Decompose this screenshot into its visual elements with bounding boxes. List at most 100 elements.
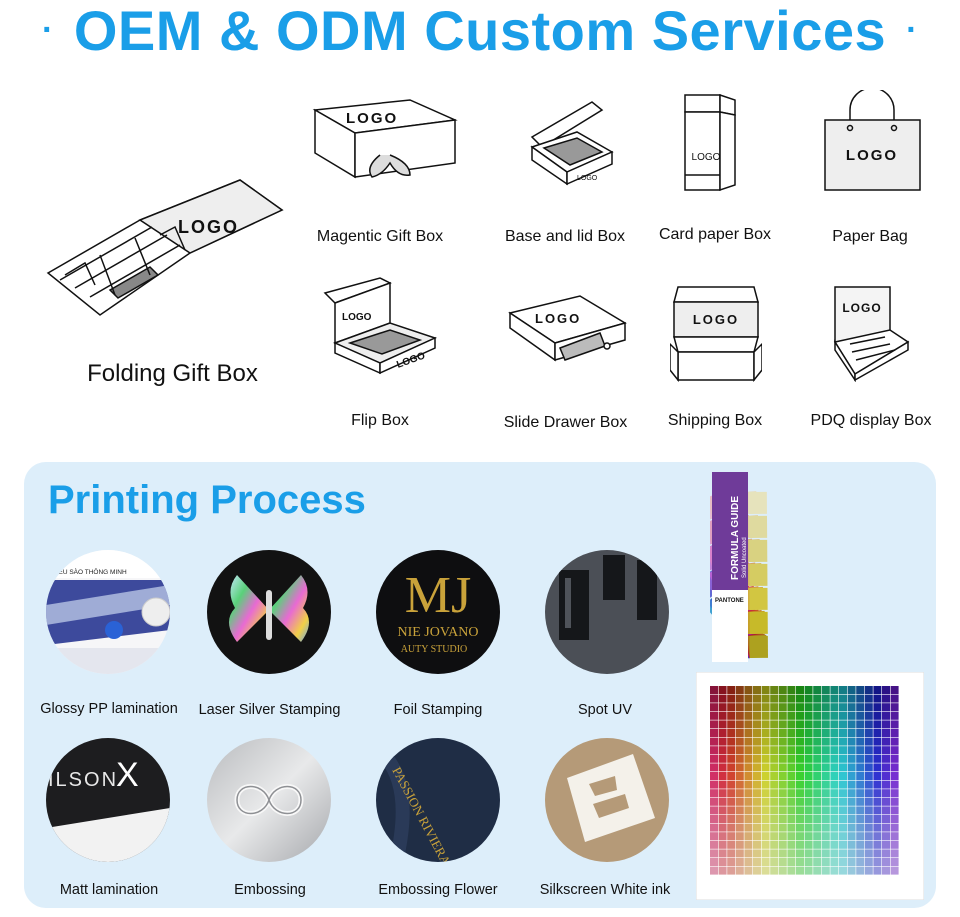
- color-chart-cell: [856, 823, 865, 832]
- color-chart-cell: [821, 754, 830, 763]
- color-chart-cell: [873, 737, 882, 746]
- color-chart-cell: [864, 720, 873, 729]
- color-chart-cell: [830, 720, 839, 729]
- color-chart-cell: [830, 711, 839, 720]
- color-chart-cell: [727, 686, 736, 694]
- color-chart-cell: [890, 840, 899, 849]
- color-chart-cell: [847, 746, 856, 755]
- color-chart-cell: [710, 754, 718, 763]
- color-chart-cell: [770, 780, 779, 789]
- color-chart-cell: [761, 840, 770, 849]
- spot-uv-sample: [545, 550, 669, 674]
- color-chart-cell: [770, 754, 779, 763]
- color-chart-cell: [735, 832, 744, 841]
- color-chart-cell: [864, 780, 873, 789]
- color-chart-cell: [856, 754, 865, 763]
- color-chart-cell: [787, 711, 796, 720]
- color-chart-cell: [744, 797, 753, 806]
- color-chart-cell: [804, 694, 813, 703]
- color-chart-cell: [839, 763, 847, 772]
- color-chart-cell: [744, 763, 753, 772]
- color-chart-cell: [753, 849, 761, 858]
- color-chart-cell: [778, 806, 787, 815]
- color-chart-cell: [882, 686, 890, 694]
- color-chart-cell: [787, 849, 796, 858]
- color-chart-cell: [873, 858, 882, 866]
- color-chart-cell: [778, 772, 787, 780]
- color-chart-cell: [864, 797, 873, 806]
- color-chart-cell: [735, 754, 744, 763]
- color-chart-cell: [847, 823, 856, 832]
- color-chart-cell: [830, 806, 839, 815]
- color-chart-cell: [830, 694, 839, 703]
- color-chart-cell: [796, 754, 804, 763]
- color-chart-cell: [787, 789, 796, 798]
- matt-x-text: X: [116, 756, 139, 794]
- color-chart-cell: [735, 729, 744, 737]
- pdq-display-box-illustration: LOGO: [833, 286, 910, 382]
- label-paper-bag: Paper Bag: [832, 228, 908, 245]
- color-chart-cell: [718, 737, 727, 746]
- color-chart-cell: [787, 858, 796, 866]
- color-chart-cell: [873, 849, 882, 858]
- silkscreen-white-ink-sample: [545, 738, 669, 862]
- color-chart-cell: [847, 737, 856, 746]
- color-chart-cell: [873, 711, 882, 720]
- base-lid-logo-text: LOGO: [577, 175, 598, 182]
- pantone-swatch: [749, 587, 768, 611]
- color-chart-cell: [856, 849, 865, 858]
- color-chart-cell: [847, 840, 856, 849]
- color-chart-cell: [744, 737, 753, 746]
- color-chart-cell: [890, 849, 899, 858]
- color-chart-cell: [735, 840, 744, 849]
- color-chart-cell: [882, 806, 890, 815]
- color-chart-cell: [890, 711, 899, 720]
- color-chart: [696, 672, 924, 900]
- color-chart-cell: [839, 754, 847, 763]
- color-chart-cell: [718, 780, 727, 789]
- pantone-swatch: [749, 635, 768, 659]
- color-chart-cell: [839, 849, 847, 858]
- color-chart-cell: [821, 858, 830, 866]
- color-chart-cell: [890, 720, 899, 729]
- color-chart-cell: [787, 694, 796, 703]
- color-chart-cell: [813, 849, 822, 858]
- color-chart-cell: [839, 797, 847, 806]
- color-chart-cell: [813, 815, 822, 823]
- color-chart-cell: [761, 729, 770, 737]
- color-chart-cell: [787, 832, 796, 841]
- color-chart-cell: [710, 840, 718, 849]
- color-chart-cell: [744, 694, 753, 703]
- color-chart-cell: [839, 815, 847, 823]
- color-chart-cell: [882, 703, 890, 712]
- color-chart-cell: [873, 720, 882, 729]
- color-chart-cell: [778, 703, 787, 712]
- color-chart-cell: [761, 772, 770, 780]
- color-chart-cell: [718, 746, 727, 755]
- color-chart-cell: [753, 720, 761, 729]
- color-chart-cell: [813, 840, 822, 849]
- label-card-paper-box: Card paper Box: [658, 226, 772, 243]
- foil-name-text: NIE JOVANO: [397, 625, 478, 640]
- color-chart-cell: [839, 746, 847, 755]
- color-chart-cell: [727, 823, 736, 832]
- color-chart-cell: [761, 797, 770, 806]
- color-chart-cell: [778, 754, 787, 763]
- pantone-guide-sub: Solid Uncoated: [742, 537, 748, 578]
- color-chart-cell: [761, 754, 770, 763]
- folding-logo-text: LOGO: [178, 217, 239, 237]
- color-chart-cell: [830, 789, 839, 798]
- color-chart-cell: [753, 694, 761, 703]
- color-chart-cell: [710, 832, 718, 841]
- color-chart-cell: [804, 849, 813, 858]
- color-chart-cell: [839, 832, 847, 841]
- color-chart-cell: [864, 772, 873, 780]
- color-chart-cell: [753, 789, 761, 798]
- color-chart-cell: [839, 789, 847, 798]
- color-chart-cell: [821, 815, 830, 823]
- color-chart-cell: [890, 797, 899, 806]
- color-chart-cell: [718, 797, 727, 806]
- color-chart-cell: [753, 772, 761, 780]
- color-chart-cell: [770, 797, 779, 806]
- color-chart-cell: [821, 823, 830, 832]
